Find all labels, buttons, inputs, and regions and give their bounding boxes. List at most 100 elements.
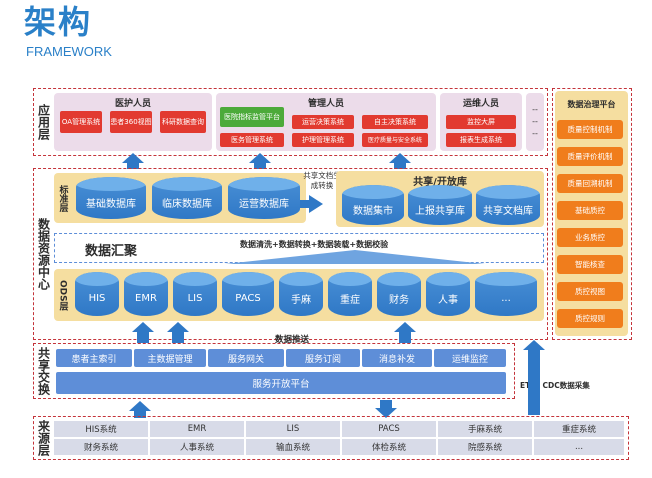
ods-anesthesia-label: 手麻 [291, 294, 311, 306]
std-layer-label: 标准层 [54, 173, 70, 223]
group-management-title: 管理人员 [307, 99, 344, 109]
etl-label: ETL、CDC数据采集 [520, 381, 590, 390]
exchange-item-gateway[interactable]: 服务网关 [208, 349, 284, 367]
operations-db[interactable]: 运营数据库 [228, 177, 300, 219]
governance-title: 数据治理平台 [567, 100, 616, 109]
share-doc-label: 共享文档库 [483, 205, 533, 217]
exchange-item-subscribe[interactable]: 服务订阅 [286, 349, 360, 367]
basic-db[interactable]: 基础数据库 [76, 177, 146, 219]
operations-db-label: 运营数据库 [239, 198, 289, 210]
ods-lis[interactable]: LIS [173, 272, 217, 316]
source-infection[interactable]: 院感系统 [438, 439, 532, 455]
group-medical-staff-title: 医护人员 [114, 99, 151, 109]
clinical-db-label: 临床数据库 [162, 198, 212, 210]
quality-safety-button[interactable]: 医疗质量与安全系统 [362, 133, 428, 147]
ods-layer-label: ODS层 [54, 269, 70, 321]
source-physical-exam[interactable]: 体检系统 [342, 439, 436, 455]
arrow-up-1-icon [122, 153, 144, 163]
page-subtitle: FRAMEWORK [26, 44, 112, 59]
etl-arrow-stem [528, 349, 540, 415]
exchange-item-mdm[interactable]: 主数据管理 [134, 349, 206, 367]
self-decision-button[interactable]: 自主决策系统 [362, 115, 428, 129]
monitor-screen-button[interactable]: 监控大屏 [446, 115, 516, 129]
ods-emr[interactable]: EMR [124, 272, 168, 316]
arrow-down-stem [380, 400, 392, 409]
source-pacs[interactable]: PACS [342, 421, 436, 437]
report-share-db[interactable]: 上报共享库 [408, 185, 472, 225]
ods-hr[interactable]: 人事 [426, 272, 470, 316]
gov-business-qc[interactable]: 业务质控 [557, 228, 623, 247]
source-icu[interactable]: 重症系统 [534, 421, 624, 437]
ods-finance[interactable]: 财务 [377, 272, 421, 316]
gov-qc-view[interactable]: 质控视图 [557, 282, 623, 301]
app-layer-label-text: 应用层 [36, 104, 51, 140]
source-layer-label: 来源层 [34, 417, 52, 459]
convert-arrow-icon [309, 195, 323, 213]
exchange-item-monitor[interactable]: 运维监控 [434, 349, 506, 367]
source-anesthesia[interactable]: 手麻系统 [438, 421, 532, 437]
exchange-layer: 共享交换 患者主索引 主数据管理 服务网关 服务订阅 消息补发 运维监控 服务开… [33, 343, 515, 399]
gov-basic-qc[interactable]: 基础质控 [557, 201, 623, 220]
arrow-up-5-stem [172, 331, 184, 343]
ods-pacs-label: PACS [235, 292, 261, 304]
arrow-up-7-icon [129, 401, 151, 411]
group-medical-staff: 医护人员 OA管理系统 患者360视图 科研数据查询 [54, 93, 212, 151]
more-apps: -- -- -- [526, 93, 544, 151]
convert-note: 共享文档生成转换 [303, 171, 341, 190]
ods-anesthesia[interactable]: 手麻 [279, 272, 323, 316]
source-blood[interactable]: 输血系统 [246, 439, 340, 455]
source-hr[interactable]: 人事系统 [150, 439, 244, 455]
research-query-button[interactable]: 科研数据查询 [160, 111, 206, 133]
arrow-down-icon [375, 408, 397, 418]
indicator-platform-button[interactable]: 医院指标监管平台 [220, 107, 284, 127]
data-mart-db[interactable]: 数据集市 [342, 185, 404, 225]
app-layer-label: 应用层 [34, 89, 52, 155]
more-apps-3: -- [532, 129, 538, 138]
oa-system-button[interactable]: OA管理系统 [60, 111, 102, 133]
source-his[interactable]: HIS系统 [54, 421, 148, 437]
source-emr[interactable]: EMR [150, 421, 244, 437]
data-center: 数据资源中心 标准层 基础数据库 临床数据库 运营数据库 共享文档生成转换 共享… [33, 168, 548, 340]
source-more[interactable]: ... [534, 439, 624, 455]
source-layer: 来源层 [33, 416, 629, 460]
ods-his[interactable]: HIS [75, 272, 119, 316]
report-share-label: 上报共享库 [415, 205, 465, 217]
clinical-db[interactable]: 临床数据库 [152, 177, 222, 219]
arrow-up-7-stem [134, 410, 146, 418]
exchange-layer-label: 共享交换 [34, 344, 52, 398]
ods-pacs[interactable]: PACS [222, 272, 274, 316]
ods-emr-label: EMR [135, 292, 157, 304]
arrow-up-4-stem [137, 331, 149, 343]
data-center-label: 数据资源中心 [34, 169, 52, 339]
nursing-mgmt-button[interactable]: 护理管理系统 [292, 133, 354, 147]
ods-layer-label-text: ODS层 [57, 279, 68, 311]
data-mart-label: 数据集市 [353, 205, 393, 217]
gov-quality-control[interactable]: 质量控制机制 [557, 120, 623, 139]
source-layer-label-text: 来源层 [36, 420, 51, 456]
patient-360-button[interactable]: 患者360视图 [110, 111, 152, 133]
ods-more[interactable]: ... [475, 272, 537, 316]
medical-mgmt-button[interactable]: 医务管理系统 [220, 133, 284, 147]
gov-quality-trace[interactable]: 质量回溯机制 [557, 174, 623, 193]
gov-qc-rules[interactable]: 质控规则 [557, 309, 623, 328]
agg-chevron-icon [225, 250, 485, 264]
ops-decision-button[interactable]: 运营决策系统 [292, 115, 354, 129]
group-ops-staff: 运维人员 监控大屏 报表生成系统 [440, 93, 522, 151]
source-finance[interactable]: 财务系统 [54, 439, 148, 455]
exchange-item-resend[interactable]: 消息补发 [362, 349, 432, 367]
gov-smart-check[interactable]: 智能核查 [557, 255, 623, 274]
share-doc-db[interactable]: 共享文档库 [476, 185, 540, 225]
gov-quality-eval[interactable]: 质量评价机制 [557, 147, 623, 166]
ods-icu[interactable]: 重症 [328, 272, 372, 316]
share-layer: 共享/开放库 数据集市 上报共享库 共享文档库 [336, 171, 544, 227]
exchange-item-empi[interactable]: 患者主索引 [56, 349, 132, 367]
arrow-up-3-icon [389, 153, 411, 163]
source-lis[interactable]: LIS [246, 421, 340, 437]
arrow-up-3-stem [394, 162, 406, 169]
ods-icu-label: 重症 [340, 294, 360, 306]
std-layer: 标准层 基础数据库 临床数据库 运营数据库 [54, 173, 306, 223]
report-gen-button[interactable]: 报表生成系统 [446, 133, 516, 147]
more-apps-2: -- [532, 117, 538, 126]
agg-desc: 数据清洗+数据转换+数据装载+数据校验 [240, 240, 389, 249]
service-platform-bar[interactable]: 服务开放平台 [56, 372, 506, 394]
